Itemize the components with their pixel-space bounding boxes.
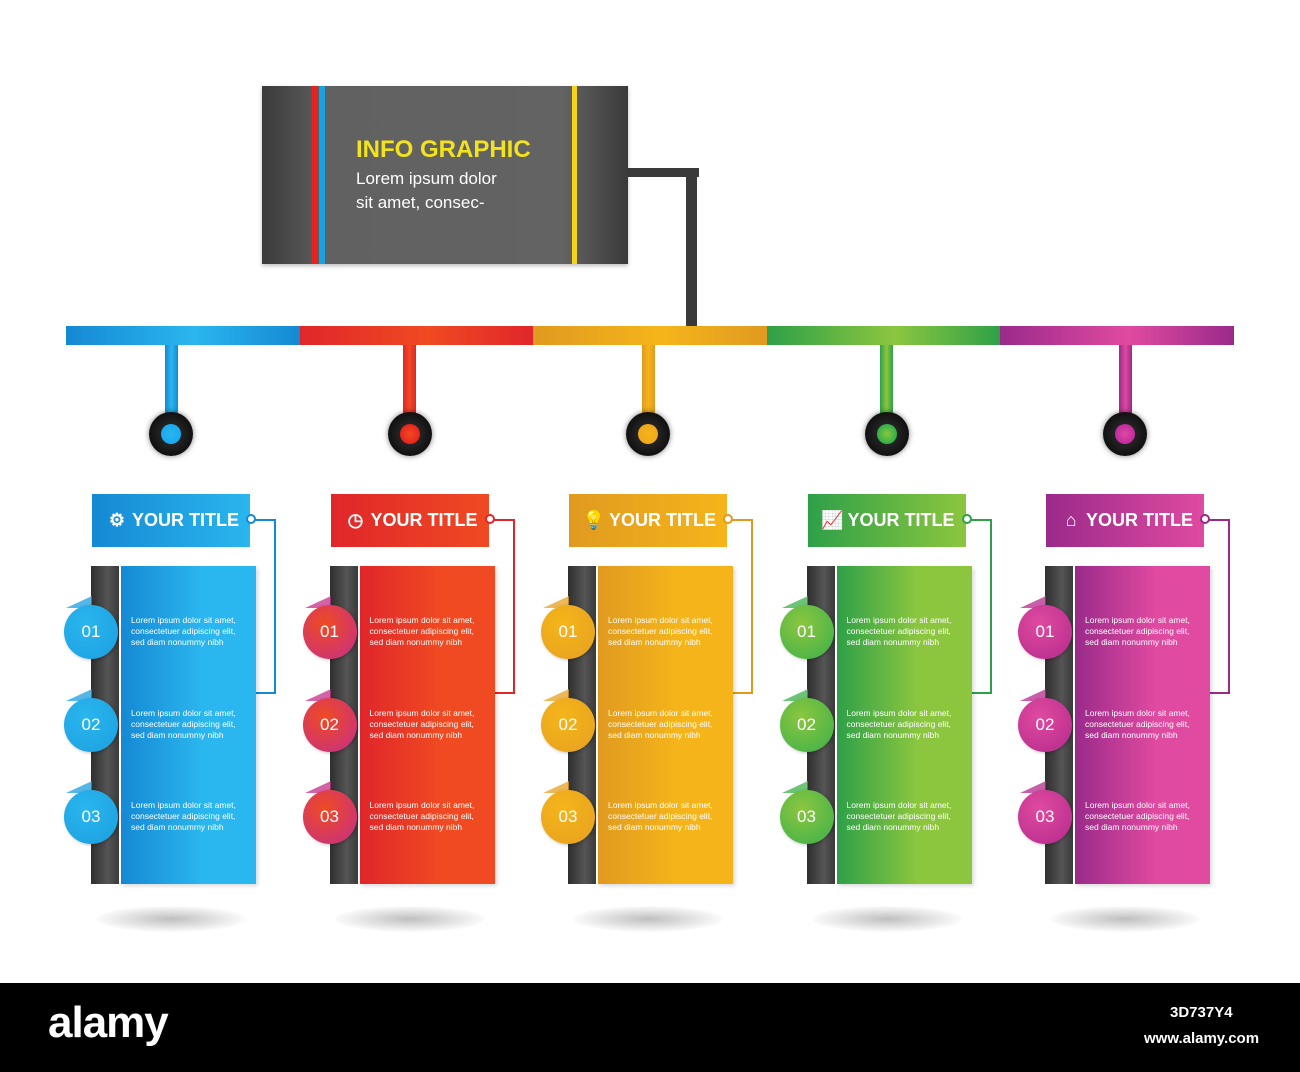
step-text-4-1: Lorem ipsum dolor sit amet, consectetuer… xyxy=(846,615,952,647)
panel-shadow-2 xyxy=(334,906,485,932)
step-badge-4-3: 03 xyxy=(779,790,834,844)
step-badge-3-2: 02 xyxy=(541,698,595,752)
panel-5 xyxy=(1075,566,1210,884)
link-dot-2 xyxy=(484,514,495,524)
step-badge-1-2: 02 xyxy=(64,698,118,752)
step-text-5-1: Lorem ipsum dolor sit amet, consectetuer… xyxy=(1085,615,1190,647)
step-text-5-2: Lorem ipsum dolor sit amet, consectetuer… xyxy=(1085,708,1190,740)
step-badge-5-1: 01 xyxy=(1018,605,1072,659)
bar-segment-5 xyxy=(1000,326,1234,345)
link-line-1 xyxy=(252,519,276,694)
header-desc-line1: Lorem ipsum dolor xyxy=(356,169,497,188)
link-dot-4 xyxy=(961,514,972,524)
footer-url: www.alamy.com xyxy=(1144,1030,1260,1047)
step-text-5-3: Lorem ipsum dolor sit amet, consectetuer… xyxy=(1085,800,1190,832)
header-connector-horizontal xyxy=(628,168,699,177)
node-circle-2 xyxy=(387,412,432,456)
connector-drop-3 xyxy=(641,345,655,423)
header-desc-line2: sit amet, consec- xyxy=(356,193,485,212)
chart-icon: 📈 xyxy=(821,510,844,530)
panel-shadow-3 xyxy=(573,906,723,932)
step-badge-5-2: 02 xyxy=(1018,698,1072,752)
connector-drop-5 xyxy=(1118,345,1132,423)
step-text-2-3: Lorem ipsum dolor sit amet, consectetuer… xyxy=(369,800,475,832)
node-dot-1 xyxy=(161,424,181,444)
link-line-4 xyxy=(967,519,992,694)
title-tab-label-4: YOUR TITLE xyxy=(847,510,955,530)
header-stripe-red xyxy=(312,86,318,264)
step-badge-1-3: 03 xyxy=(64,790,118,844)
step-badge-5-3: 03 xyxy=(1018,790,1072,844)
node-circle-4 xyxy=(864,412,909,456)
bar-segment-2 xyxy=(299,326,534,345)
panel-shadow-1 xyxy=(96,906,246,932)
step-text-3-1: Lorem ipsum dolor sit amet, consectetuer… xyxy=(608,615,713,647)
panel-2 xyxy=(359,566,495,884)
link-line-3 xyxy=(729,519,753,694)
connector-drop-1 xyxy=(164,345,178,423)
footer-image-id: 3D737Y4 xyxy=(1170,1004,1233,1021)
panel-4 xyxy=(836,566,972,884)
footer-bar xyxy=(0,983,1300,1072)
home-icon: ⌂ xyxy=(1065,510,1077,530)
header-stripe-blue xyxy=(319,86,325,264)
lightbulb-icon: 💡 xyxy=(582,510,606,530)
step-badge-4-2: 02 xyxy=(779,698,834,752)
connector-drop-4 xyxy=(880,345,893,423)
header-box xyxy=(262,86,628,264)
panel-1 xyxy=(121,566,256,884)
title-tab-5[interactable]: ⌂ YOUR TITLE xyxy=(1046,494,1204,547)
link-line-2 xyxy=(490,519,515,694)
title-tab-label-2: YOUR TITLE xyxy=(370,510,478,530)
node-dot-4 xyxy=(876,424,897,444)
title-tab-label-1: YOUR TITLE xyxy=(132,510,239,530)
panel-3 xyxy=(598,566,733,884)
step-text-1-3: Lorem ipsum dolor sit amet, consectetuer… xyxy=(131,800,236,832)
step-badge-4-1: 01 xyxy=(779,605,834,659)
node-dot-2 xyxy=(399,424,420,444)
step-text-1-2: Lorem ipsum dolor sit amet, consectetuer… xyxy=(131,708,236,740)
step-text-2-2: Lorem ipsum dolor sit amet, consectetuer… xyxy=(369,708,475,740)
footer-logo: alamy xyxy=(48,998,169,1047)
step-text-4-2: Lorem ipsum dolor sit amet, consectetuer… xyxy=(846,708,952,740)
step-badge-3-1: 01 xyxy=(541,605,595,659)
step-badge-2-1: 01 xyxy=(302,605,357,659)
node-circle-5 xyxy=(1103,412,1147,456)
title-tab-3[interactable]: 💡YOUR TITLE xyxy=(569,494,727,547)
link-dot-3 xyxy=(723,514,733,524)
panel-shadow-4 xyxy=(811,906,962,932)
bar-segment-4 xyxy=(766,326,1001,345)
step-badge-3-3: 03 xyxy=(541,790,595,844)
link-line-5 xyxy=(1206,519,1230,694)
step-text-2-1: Lorem ipsum dolor sit amet, consectetuer… xyxy=(369,615,475,647)
panel-shadow-5 xyxy=(1050,906,1200,932)
title-tab-1[interactable]: ⚙ YOUR TITLE xyxy=(92,494,250,547)
title-tab-label-3: YOUR TITLE xyxy=(609,510,716,530)
bar-segment-1 xyxy=(66,326,300,345)
link-dot-5 xyxy=(1200,514,1210,524)
header-connector-vertical xyxy=(686,168,697,328)
node-circle-3 xyxy=(626,412,670,456)
node-dot-3 xyxy=(638,424,658,444)
step-badge-2-3: 03 xyxy=(302,790,357,844)
node-circle-1 xyxy=(149,412,193,456)
clock-icon: ◷ xyxy=(347,510,364,530)
title-tab-2[interactable]: ◷ YOUR TITLE xyxy=(330,494,489,547)
title-tab-label-5: YOUR TITLE xyxy=(1086,510,1193,530)
step-badge-2-2: 02 xyxy=(302,698,357,752)
link-dot-1 xyxy=(246,514,256,524)
step-text-4-3: Lorem ipsum dolor sit amet, consectetuer… xyxy=(846,800,952,832)
header-title: INFO GRAPHIC xyxy=(356,136,531,163)
header-stripe-yellow xyxy=(572,86,577,264)
title-tab-4[interactable]: 📈YOUR TITLE xyxy=(807,494,966,547)
bar-segment-3 xyxy=(533,326,767,345)
node-dot-5 xyxy=(1115,424,1135,444)
step-text-3-2: Lorem ipsum dolor sit amet, consectetuer… xyxy=(608,708,713,740)
gear-icon: ⚙ xyxy=(108,510,126,530)
step-text-3-3: Lorem ipsum dolor sit amet, consectetuer… xyxy=(608,800,713,832)
connector-drop-2 xyxy=(403,345,416,423)
step-badge-1-1: 01 xyxy=(64,605,118,659)
step-text-1-1: Lorem ipsum dolor sit amet, consectetuer… xyxy=(131,615,236,647)
